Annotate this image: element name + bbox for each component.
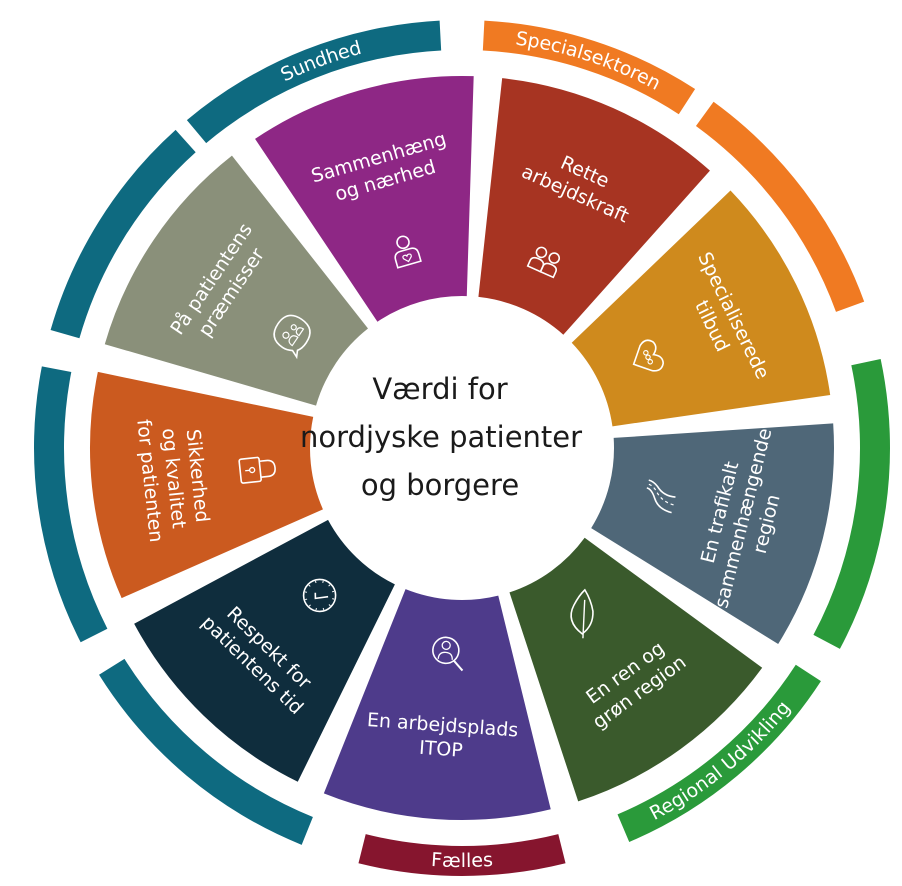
center-title-line-1: Værdi for: [372, 372, 508, 406]
ring-band-sundhed: [50, 129, 196, 339]
segment-wedge: [509, 537, 763, 802]
ring-band-specialsektoren: [482, 20, 696, 115]
segment-wedge: [591, 423, 834, 645]
segment-wedge: [104, 155, 369, 406]
segment-paa-patientens: På patientenspræmisser: [104, 155, 369, 406]
leaf-icon: [570, 588, 594, 639]
two-people-icon: [526, 246, 561, 279]
ring-band-sundhed: [33, 366, 108, 643]
clock-icon: [302, 578, 337, 613]
ring-band-sundhed: [186, 20, 442, 144]
segment-wedge: [90, 371, 323, 599]
center-title: Værdi for nordjyske patienter og borgere: [300, 365, 583, 509]
segment-ren-groen: En ren oggrøn region: [509, 537, 763, 802]
center-title-line-2: nordjyske patienter: [300, 420, 583, 454]
segment-wedge: [571, 190, 831, 427]
heart-group-icon: [632, 339, 665, 372]
segment-wedge: [255, 76, 474, 322]
ring-band-regional-udvikling: [617, 664, 821, 842]
ring-band-sundhed: [99, 658, 313, 845]
ring-label-faelles: Fælles: [430, 849, 493, 872]
segment-sammenhaeng: Sammenhængog nærhed: [255, 76, 474, 322]
lock-icon: [238, 456, 276, 484]
segment-wedge: [323, 589, 551, 821]
speech-people-icon: [273, 314, 311, 360]
segment-respekt: Respekt forpatientens tid: [134, 519, 395, 782]
segment-specialiserede: Specialiseredetilbud: [571, 190, 831, 427]
ring-band-faelles: [358, 834, 566, 876]
segment-arbejdsplads: En arbejdspladsITOP: [323, 589, 551, 821]
center-title-line-3: og borgere: [360, 468, 520, 502]
ring-band-regional-udvikling: [813, 359, 890, 649]
person-search-icon: [432, 636, 464, 672]
segment-sikkerhed: Sikkerhedog kvalitetfor patienten: [90, 371, 323, 599]
segment-rette-arbejdskraft: Rettearbejdskraft: [478, 78, 710, 335]
segment-trafikalt: En trafikaltsammenhængenderegion: [591, 423, 834, 645]
ring-band-specialsektoren: [695, 101, 865, 312]
road-icon: [646, 479, 676, 514]
